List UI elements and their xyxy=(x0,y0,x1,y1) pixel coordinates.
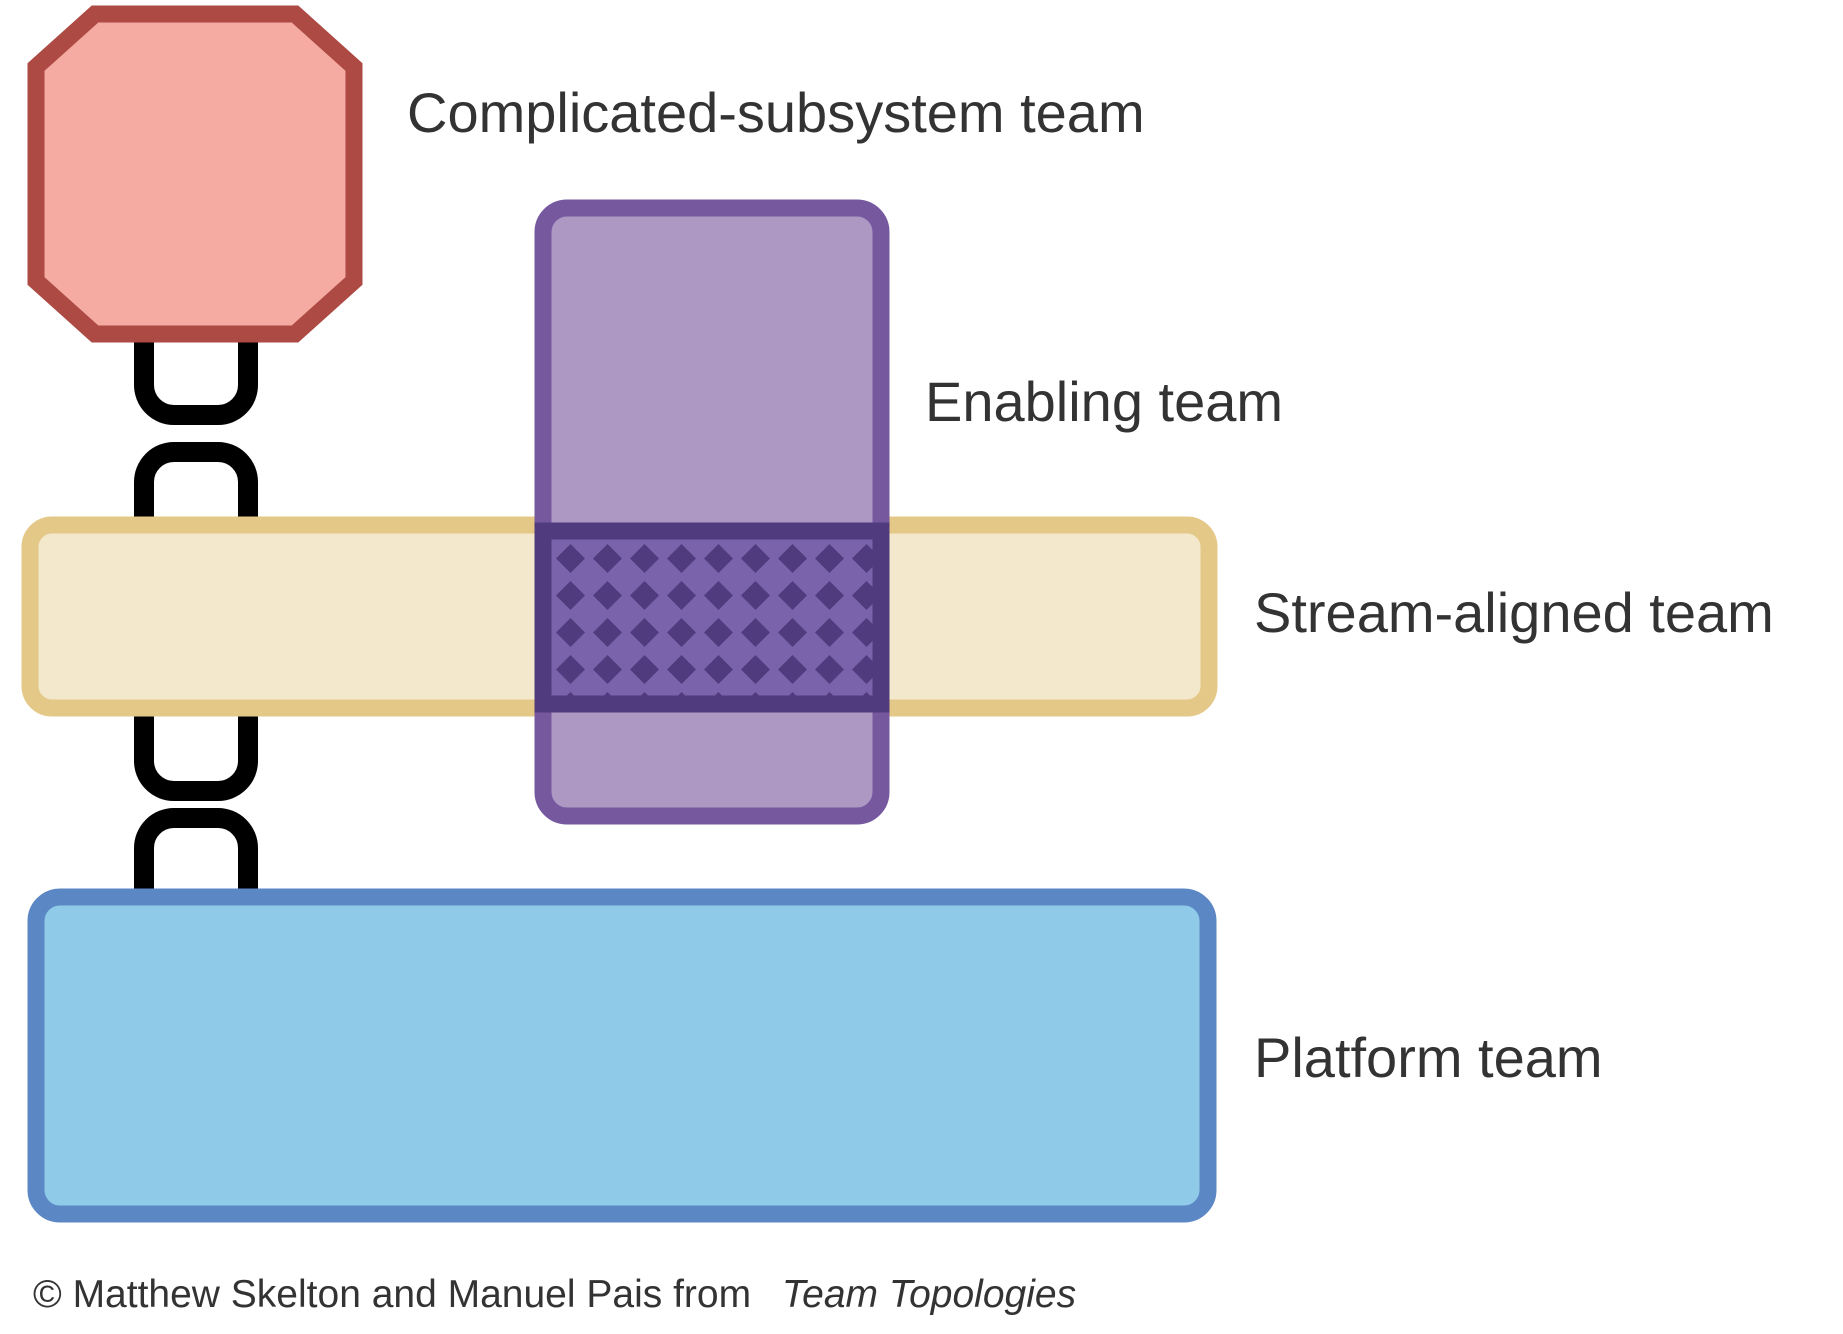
enabling-overlap-region xyxy=(534,522,890,713)
stream-aligned-label: Stream-aligned team xyxy=(1254,581,1774,644)
enabling-label: Enabling team xyxy=(925,370,1283,433)
complicated-subsystem-label: Complicated-subsystem team xyxy=(407,81,1145,144)
copyright-text: © Matthew Skelton and Manuel Pais from xyxy=(33,1273,751,1316)
copyright-footer: © Matthew Skelton and Manuel Pais from T… xyxy=(33,1273,1076,1316)
platform-label: Platform team xyxy=(1254,1026,1603,1089)
book-title: Team Topologies xyxy=(782,1273,1076,1316)
platform-shape xyxy=(27,888,1217,1223)
enabling-shape xyxy=(534,199,890,825)
complicated-subsystem-shape xyxy=(27,5,363,343)
